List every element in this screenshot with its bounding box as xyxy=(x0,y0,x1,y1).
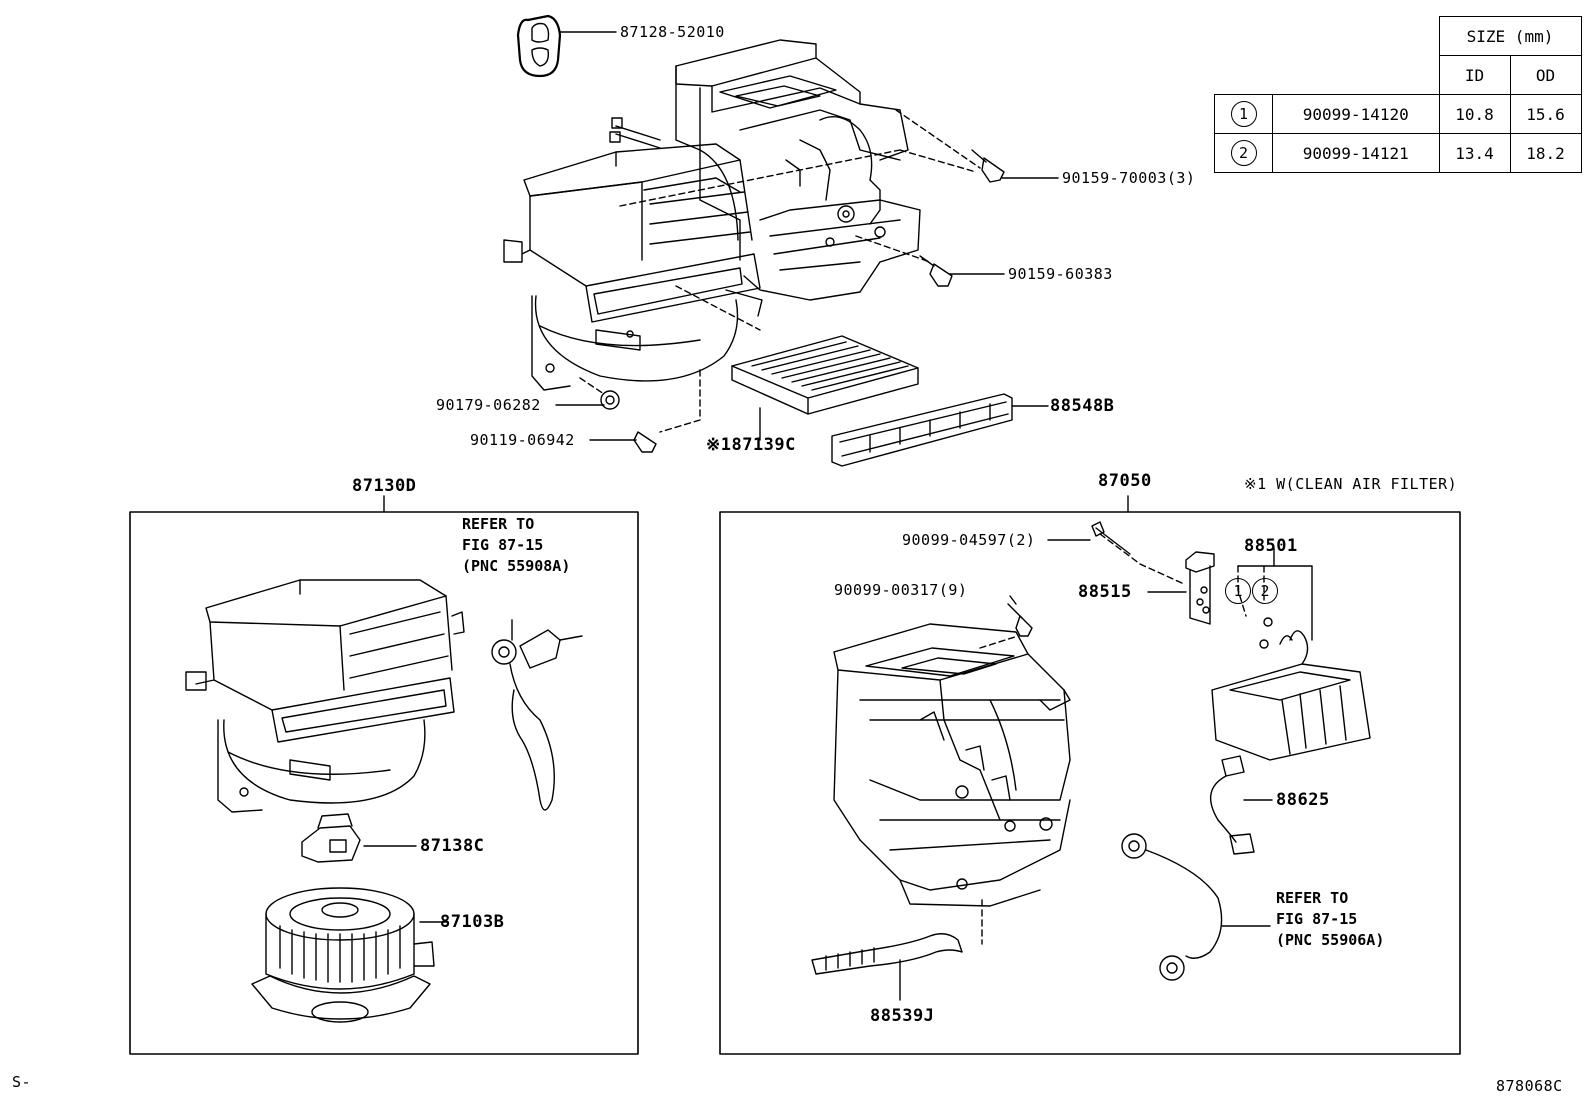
refer-left-line1: REFER TO xyxy=(462,515,535,533)
label-87128-52010: 87128-52010 xyxy=(620,23,725,41)
label-90099-00317: 90099-00317(9) xyxy=(834,581,968,599)
sensor-88625 xyxy=(1209,755,1273,855)
heater-case-assembly xyxy=(833,623,1071,907)
callout-2-text: 2 xyxy=(1252,578,1278,604)
row-od-value: 18.2 xyxy=(1509,133,1582,173)
label-87139c: ※187139C xyxy=(706,435,796,455)
row-mark-cell: 2 xyxy=(1214,133,1273,173)
box-87050 xyxy=(719,511,1461,1055)
label-87103b: 87103B xyxy=(440,912,505,932)
col-id-header: ID xyxy=(1438,55,1511,95)
refer-right-line1: REFER TO xyxy=(1276,889,1349,907)
row-od-value: 15.6 xyxy=(1509,94,1582,134)
refer-right-line2: FIG 87-15 xyxy=(1276,910,1358,928)
refer-left-line3: (PNC 55908A) xyxy=(462,557,571,575)
label-90099-04597: 90099-04597(2) xyxy=(902,531,1036,549)
table-row: 1 90099-14120 10.8 15.6 xyxy=(1214,94,1582,134)
refer-left-line2: FIG 87-15 xyxy=(462,536,544,554)
sensor-harness-left xyxy=(491,619,583,811)
label-87050: 87050 xyxy=(1098,471,1152,491)
footer-left-code: S- xyxy=(12,1073,32,1091)
callout-circle-1: 1 xyxy=(1225,578,1251,604)
table-header-row: SIZE (mm) xyxy=(1215,16,1582,56)
evaporator-88501 xyxy=(1211,617,1371,761)
heater-unit-assembly xyxy=(503,14,921,391)
callout-circle-2: 2 xyxy=(1252,578,1278,604)
label-87130d: 87130D xyxy=(352,476,417,496)
row-part-number: 90099-14121 xyxy=(1272,133,1440,173)
size-header: SIZE (mm) xyxy=(1438,16,1582,56)
blower-case-assembly xyxy=(185,579,465,813)
hose-88539j xyxy=(811,899,983,1001)
blower-motor-87103b xyxy=(251,887,449,1023)
refer-note-left: REFER TO FIG 87-15 (PNC 55908A) xyxy=(462,514,570,577)
label-88548b: 88548B xyxy=(1050,396,1115,416)
label-88515: 88515 xyxy=(1078,582,1132,602)
footnote-clean-air-filter: ※1 W(CLEAN AIR FILTER) xyxy=(1244,475,1458,493)
filter-cover-88548b xyxy=(831,393,1013,467)
label-90159-60383: 90159-60383 xyxy=(1008,265,1113,283)
row-mark: 2 xyxy=(1230,140,1257,166)
clean-air-filter xyxy=(731,335,919,415)
label-88501: 88501 xyxy=(1244,536,1298,556)
bolts-right xyxy=(979,521,1313,649)
row-id-value: 13.4 xyxy=(1438,133,1511,173)
label-90119-06942: 90119-06942 xyxy=(470,431,575,449)
label-88539j: 88539J xyxy=(870,1006,935,1026)
box-87130d xyxy=(129,511,639,1055)
leader-lines-top xyxy=(555,31,1059,441)
table-row: 2 90099-14121 13.4 18.2 xyxy=(1214,133,1582,173)
row-id-value: 10.8 xyxy=(1438,94,1511,134)
col-od-header: OD xyxy=(1509,55,1582,95)
label-87138c: 87138C xyxy=(420,836,485,856)
label-90179-06282: 90179-06282 xyxy=(436,396,541,414)
label-90159-70003: 90159-70003(3) xyxy=(1062,169,1196,187)
sensor-harness-right xyxy=(1121,833,1271,981)
refer-note-right: REFER TO FIG 87-15 (PNC 55906A) xyxy=(1276,888,1384,951)
footer-diagram-id: 878068C xyxy=(1496,1077,1563,1095)
table-subheader-row: ID OD xyxy=(1215,55,1582,95)
screws-top xyxy=(600,149,1005,453)
callout-1-text: 1 xyxy=(1225,578,1251,604)
row-mark: 1 xyxy=(1230,101,1257,127)
expansion-valve-88515 xyxy=(1147,551,1215,625)
refer-right-line3: (PNC 55906A) xyxy=(1276,931,1385,949)
hose-size-table: SIZE (mm) ID OD 1 90099-14120 10.8 15.6 … xyxy=(1214,16,1582,173)
label-88625: 88625 xyxy=(1276,790,1330,810)
row-mark-cell: 1 xyxy=(1214,94,1273,134)
blower-resistor-87138c xyxy=(301,813,417,863)
row-part-number: 90099-14120 xyxy=(1272,94,1440,134)
grommet-part xyxy=(516,14,562,78)
